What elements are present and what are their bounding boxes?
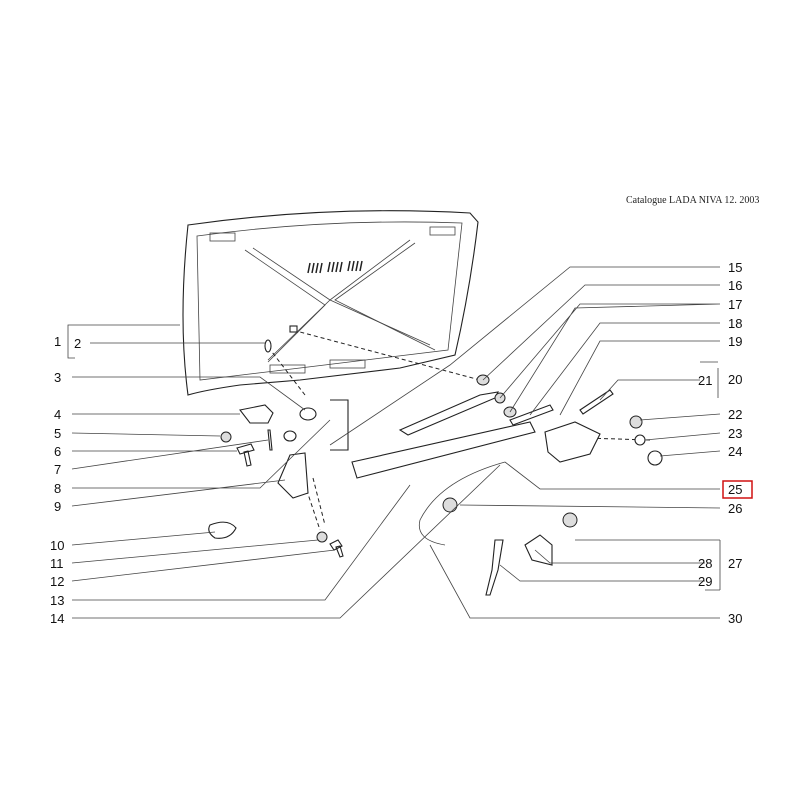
label-30: 30 bbox=[728, 611, 742, 626]
label-21: 21 bbox=[698, 373, 712, 388]
label-24: 24 bbox=[728, 444, 742, 459]
label-18: 18 bbox=[728, 316, 742, 331]
label-17: 17 bbox=[728, 297, 742, 312]
leader-lines bbox=[67, 266, 721, 619]
label-28: 28 bbox=[698, 556, 712, 571]
label-14: 14 bbox=[50, 611, 64, 626]
label-16: 16 bbox=[728, 278, 742, 293]
label-15: 15 bbox=[728, 260, 742, 275]
label-23: 23 bbox=[728, 426, 742, 441]
label-22: 22 bbox=[728, 407, 742, 422]
label-7: 7 bbox=[54, 462, 61, 477]
label-8: 8 bbox=[54, 481, 61, 496]
label-13: 13 bbox=[50, 593, 64, 608]
label-25: 25 bbox=[728, 482, 742, 497]
label-9: 9 bbox=[54, 499, 61, 514]
label-3: 3 bbox=[54, 370, 61, 385]
parts bbox=[208, 374, 663, 596]
label-4: 4 bbox=[54, 407, 61, 422]
catalogue-caption: Catalogue LADA NIVA 12. 2003 bbox=[626, 195, 759, 206]
label-10: 10 bbox=[50, 538, 64, 553]
label-29: 29 bbox=[698, 574, 712, 589]
label-20: 20 bbox=[728, 372, 742, 387]
label-12: 12 bbox=[50, 574, 64, 589]
label-26: 26 bbox=[728, 501, 742, 516]
label-27: 27 bbox=[728, 556, 742, 571]
label-5: 5 bbox=[54, 426, 61, 441]
label-6: 6 bbox=[54, 444, 61, 459]
label-2: 2 bbox=[74, 336, 81, 351]
part-labels: 1 2 3 4 5 6 7 8 9 10 11 12 13 14 15 16 1… bbox=[50, 260, 753, 626]
highlight-box bbox=[722, 480, 753, 499]
label-19: 19 bbox=[728, 334, 742, 349]
hood-panel bbox=[182, 210, 479, 396]
label-11: 11 bbox=[50, 556, 64, 571]
label-1: 1 bbox=[54, 334, 61, 349]
